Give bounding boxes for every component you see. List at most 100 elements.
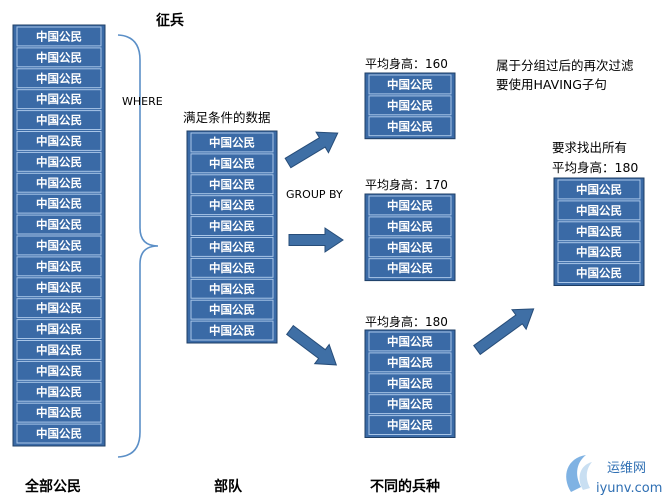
all-citizen-box: 中国公民 [16, 68, 102, 89]
army-note: 满足条件的数据 [183, 110, 271, 125]
group-label-180: 平均身高：180 [365, 314, 448, 329]
watermark-url: iyunv.com [596, 481, 662, 496]
all-citizen-box: 中国公民 [16, 298, 102, 319]
all-citizen-box: 中国公民 [16, 214, 102, 235]
army-citizen-box: 中国公民 [190, 299, 274, 320]
all-citizen-box: 中国公民 [16, 381, 102, 402]
all-citizen-box: 中国公民 [16, 340, 102, 360]
army-citizen-box: 中国公民 [190, 153, 274, 174]
group180-citizen-box: 中国公民 [368, 331, 452, 352]
watermark-swirl-icon [566, 455, 586, 492]
army-citizen-box: 中国公民 [190, 257, 274, 278]
all-citizen-box: 中国公民 [16, 277, 102, 298]
citizen-label: 中国公民 [387, 376, 433, 390]
citizen-label: 中国公民 [387, 119, 433, 133]
citizen-label: 中国公民 [36, 92, 82, 106]
all-citizen-box: 中国公民 [16, 423, 102, 444]
all-citizen-box: 中国公民 [16, 131, 102, 151]
all-citizen-box: 中国公民 [16, 110, 102, 130]
group170-citizen-box: 中国公民 [368, 237, 452, 258]
citizen-label: 中国公民 [36, 155, 82, 169]
group-by-label: GROUP BY [286, 188, 343, 201]
group170-citizen-box: 中国公民 [368, 216, 452, 237]
group180-citizen-box: 中国公民 [368, 352, 452, 373]
army-citizen-box: 中国公民 [190, 195, 274, 216]
result-citizen-box: 中国公民 [557, 242, 641, 263]
arrow-to-group-180 [285, 324, 338, 366]
watermark-text: 运维网 [607, 461, 646, 476]
arrow-to-group-160 [284, 131, 339, 169]
having-note-line2: 要使用HAVING子句 [496, 77, 607, 92]
citizen-label: 中国公民 [36, 50, 82, 64]
citizen-label: 中国公民 [36, 218, 82, 232]
citizen-label: 中国公民 [387, 219, 433, 233]
arrow-to-result [473, 308, 535, 356]
column-all-citizens: 中国公民中国公民中国公民中国公民中国公民中国公民中国公民中国公民中国公民中国公民… [12, 24, 106, 447]
army-citizen-box: 中国公民 [190, 216, 274, 237]
army-citizen-box: 中国公民 [190, 278, 274, 299]
all-citizen-box: 中国公民 [16, 235, 102, 256]
citizen-label: 中国公民 [209, 240, 255, 254]
citizen-label: 中国公民 [209, 219, 255, 233]
citizen-label: 中国公民 [387, 355, 433, 369]
citizen-label: 中国公民 [36, 280, 82, 294]
citizen-label: 中国公民 [36, 385, 82, 399]
citizen-label: 中国公民 [387, 77, 433, 91]
citizen-label: 中国公民 [387, 334, 433, 348]
citizen-label: 中国公民 [576, 266, 622, 280]
result-citizen-box: 中国公民 [557, 221, 641, 242]
citizen-label: 中国公民 [36, 29, 82, 43]
citizen-label: 中国公民 [387, 198, 433, 212]
group160-citizen-box: 中国公民 [368, 74, 452, 95]
citizen-label: 中国公民 [576, 203, 622, 217]
citizen-label: 中国公民 [576, 224, 622, 238]
citizen-label: 中国公民 [576, 245, 622, 259]
caption-army: 部队 [214, 478, 243, 495]
having-note-line1: 属于分组过后的再次过滤 [496, 58, 634, 73]
all-citizen-box: 中国公民 [16, 256, 102, 277]
caption-branches: 不同的兵种 [370, 478, 440, 495]
citizen-label: 中国公民 [36, 343, 82, 357]
result-citizen-box: 中国公民 [557, 200, 641, 221]
citizen-label: 中国公民 [36, 364, 82, 378]
army-citizen-box: 中国公民 [190, 174, 274, 195]
citizen-label: 中国公民 [209, 156, 255, 170]
caption-all-citizens: 全部公民 [24, 478, 81, 495]
citizen-label: 中国公民 [387, 98, 433, 112]
all-citizen-box: 中国公民 [16, 151, 102, 172]
all-citizen-box: 中国公民 [16, 402, 102, 423]
citizen-label: 中国公民 [387, 261, 433, 275]
citizen-label: 中国公民 [209, 177, 255, 191]
citizen-label: 中国公民 [209, 135, 255, 149]
group160-citizen-box: 中国公民 [368, 116, 452, 137]
where-label: WHERE [122, 95, 163, 108]
citizen-label: 中国公民 [36, 134, 82, 148]
citizen-label: 中国公民 [36, 238, 82, 252]
group170-citizen-box: 中国公民 [368, 195, 452, 216]
result-text-line1: 要求找出所有 [552, 140, 627, 155]
army-citizen-box: 中国公民 [190, 237, 274, 257]
citizen-label: 中国公民 [209, 198, 255, 212]
group180-citizen-box: 中国公民 [368, 373, 452, 394]
group180-citizen-box: 中国公民 [368, 415, 452, 436]
all-citizen-box: 中国公民 [16, 319, 102, 340]
all-citizen-box: 中国公民 [16, 26, 102, 47]
all-citizen-box: 中国公民 [16, 47, 102, 68]
citizen-label: 中国公民 [36, 113, 82, 127]
group180-citizen-box: 中国公民 [368, 394, 452, 415]
watermark-logo: 运维网 iyunv.com [566, 455, 662, 496]
citizen-label: 中国公民 [576, 182, 622, 196]
army-citizen-box: 中国公民 [190, 320, 274, 341]
citizen-label: 中国公民 [209, 282, 255, 296]
diagram-title: 征兵 [156, 12, 184, 29]
all-citizen-box: 中国公民 [16, 193, 102, 214]
citizen-label: 中国公民 [209, 303, 255, 317]
citizen-label: 中国公民 [209, 324, 255, 338]
group160-citizen-box: 中国公民 [368, 95, 452, 116]
